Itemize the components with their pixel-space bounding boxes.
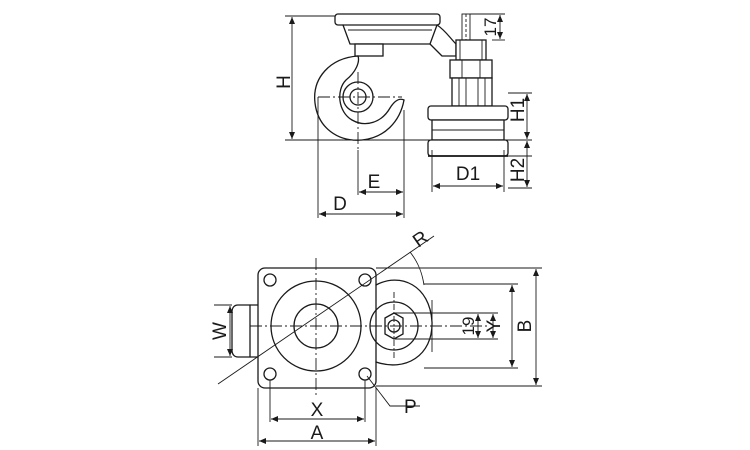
label-E: E — [368, 172, 381, 193]
label-D: D — [333, 194, 347, 215]
label-Y: Y — [484, 319, 505, 332]
top-plate — [334, 13, 441, 45]
label-R: R — [409, 227, 432, 252]
label-H2: H2 — [508, 158, 529, 182]
side-view: H 17 H1 H2 D1 E D — [274, 13, 532, 218]
leveler-foot — [427, 105, 509, 157]
label-19: 19 — [459, 317, 478, 336]
label-H1: H1 — [508, 98, 529, 122]
label-A: A — [311, 423, 324, 444]
label-D1: D1 — [456, 164, 480, 185]
label-W: W — [210, 322, 231, 340]
label-P: P — [404, 397, 417, 418]
label-B: B — [515, 320, 536, 333]
caster-yoke — [314, 55, 405, 141]
label-X: X — [311, 400, 324, 421]
label-H: H — [274, 75, 295, 89]
swivel-neck — [354, 43, 384, 57]
plan-view: R W 19 Y B X A P — [210, 227, 542, 446]
label-17: 17 — [481, 18, 500, 37]
leveler-stem — [449, 13, 493, 107]
raceway-side — [231, 304, 259, 358]
leveler-plan — [369, 279, 433, 366]
